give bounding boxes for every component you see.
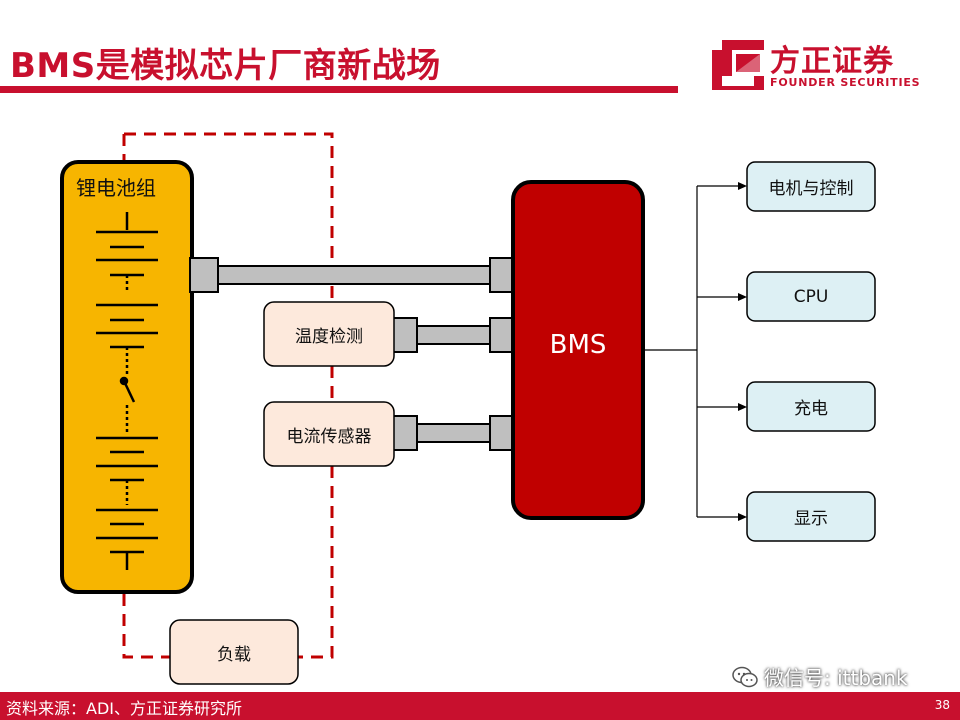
page-number: 38 xyxy=(934,698,950,712)
temp-sensor-box xyxy=(263,301,395,367)
wechat-icon xyxy=(732,666,758,687)
output-label-display: 显示 xyxy=(794,509,828,529)
output-label-cpu: CPU xyxy=(793,286,829,307)
load-label: 负载 xyxy=(217,644,251,665)
current-bms-connector xyxy=(392,415,515,451)
output-label-charge: 充电 xyxy=(794,399,828,419)
logo-english-name: FOUNDER SECURITIES xyxy=(770,76,921,89)
current-sensor-box xyxy=(263,401,395,467)
bms-label: BMS xyxy=(549,330,607,360)
battery-cells-icon xyxy=(96,212,158,570)
footer-bar xyxy=(0,692,960,720)
load-box xyxy=(169,619,299,685)
watermark-text: 微信号: ittbank xyxy=(764,666,908,690)
founder-logo-mark-icon xyxy=(712,40,764,90)
load-loop-dashed-line xyxy=(124,132,334,659)
output-box-charge xyxy=(746,381,876,432)
output-arrowheads xyxy=(738,182,747,521)
source-note: 资料来源：ADI、方正证券研究所 xyxy=(6,699,242,718)
page-title: BMS是模拟芯片厂商新战场 xyxy=(10,46,441,86)
logo-chinese-name: 方正证券 xyxy=(770,44,894,79)
title-underline xyxy=(0,86,678,93)
battery-pack-label: 锂电池组 xyxy=(76,176,156,200)
current-sensor-label: 电流传感器 xyxy=(286,426,372,447)
battery-bms-connector xyxy=(189,257,515,293)
temp-bms-connector xyxy=(392,317,515,353)
output-box-cpu xyxy=(746,271,876,322)
load-loop-dashed-line-left xyxy=(122,134,170,659)
founder-logo: 方正证券 FOUNDER SECURITIES xyxy=(708,36,938,92)
temp-sensor-label: 温度检测 xyxy=(295,326,363,347)
battery-pack xyxy=(60,160,194,594)
wechat-watermark: 微信号: ittbank xyxy=(732,662,908,691)
output-label-motor: 电机与控制 xyxy=(768,179,854,199)
output-box-motor xyxy=(746,161,876,212)
output-tree-lines xyxy=(643,185,740,518)
output-box-display xyxy=(746,491,876,542)
